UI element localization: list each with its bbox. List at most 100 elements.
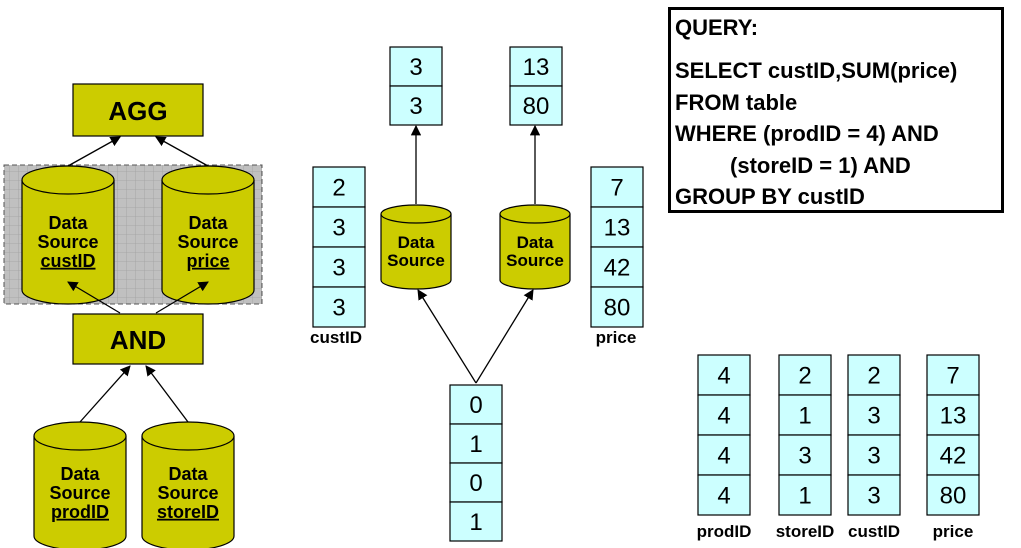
- query-line: GROUP BY custID: [675, 184, 865, 209]
- cell-value: 2: [332, 175, 345, 202]
- value-cell: [449, 501, 503, 542]
- value-cell: [697, 354, 751, 396]
- value-cell: [778, 434, 832, 476]
- value-cell: [926, 354, 980, 396]
- cylinder-text-line: prodID: [51, 502, 109, 522]
- cell-value: 1: [798, 483, 811, 510]
- flow-arrow: [67, 281, 121, 314]
- cell-value: 42: [940, 443, 967, 470]
- value-cell: [778, 354, 832, 396]
- query-line: WHERE (prodID = 4) AND: [675, 121, 939, 146]
- cylinder-text-line: price: [186, 251, 229, 271]
- value-cell: [847, 434, 901, 476]
- value-cell: [312, 286, 366, 328]
- custid-column-label: custID: [310, 328, 362, 347]
- custid-column: 2 3 3 3: [312, 166, 366, 328]
- cylinder-text-line: Source: [157, 483, 218, 503]
- cell-value: 4: [717, 403, 730, 430]
- agg-operator: AGG: [72, 83, 204, 137]
- and-operator: AND: [72, 313, 204, 365]
- left-result-column: 33: [389, 46, 443, 126]
- flow-arrow: [417, 289, 477, 384]
- query-title: QUERY:: [675, 15, 759, 40]
- cell-value: 7: [610, 175, 623, 202]
- cell-value: 80: [523, 93, 550, 120]
- cell-value: 2: [867, 363, 880, 390]
- plan-data-sources: DataSourcecustIDDataSourcepriceDataSourc…: [21, 165, 255, 548]
- cell-value: 3: [332, 255, 345, 282]
- cell-value: 4: [717, 483, 730, 510]
- cell-value: 42: [604, 255, 631, 282]
- value-cell: [312, 166, 366, 208]
- flow-arrow: [79, 365, 131, 423]
- cylinder-text-line: Data: [398, 233, 435, 252]
- query-line: (storeID = 1) AND: [675, 152, 911, 178]
- flow-arrow: [475, 289, 534, 384]
- value-cell: [389, 46, 443, 87]
- cell-value: 4: [717, 363, 730, 390]
- table-column-label: price: [933, 522, 974, 541]
- agg-label: AGG: [108, 96, 167, 126]
- cylinder-text-line: Data: [188, 213, 228, 233]
- cylinder-text-line: Data: [60, 464, 100, 484]
- plan-arrows: [67, 136, 209, 423]
- flow-arrow: [155, 136, 209, 167]
- value-cell: [312, 206, 366, 248]
- value-cell: [697, 434, 751, 476]
- table-column-label: storeID: [776, 522, 835, 541]
- flow-arrow: [145, 365, 189, 423]
- cell-value: 3: [867, 483, 880, 510]
- cell-value: 13: [604, 215, 631, 242]
- cell-value: 1: [798, 403, 811, 430]
- query-line: FROM table: [675, 89, 798, 115]
- flow-arrow: [67, 136, 121, 167]
- cell-value: 7: [946, 363, 959, 390]
- cell-value: 3: [332, 215, 345, 242]
- cylinder-text-line: Source: [387, 251, 445, 270]
- table-column-label: custID: [848, 522, 900, 541]
- cell-value: 80: [604, 295, 631, 322]
- value-cell: [926, 394, 980, 436]
- cell-value: 4: [717, 443, 730, 470]
- cell-value: 1: [469, 509, 482, 536]
- price-column: 7 13 42 80: [590, 166, 644, 328]
- cell-value: 3: [409, 54, 422, 81]
- cell-value: 3: [798, 443, 811, 470]
- cylinder-text-line: Data: [517, 233, 554, 252]
- cylinder-text-line: Source: [49, 483, 110, 503]
- cell-value: 0: [469, 470, 482, 497]
- cylinder-text-line: Source: [177, 232, 238, 252]
- value-cell: [590, 286, 644, 328]
- table-column-storeID: 2 1 3 1: [778, 354, 832, 516]
- query-box: QUERY: SELECT custID,SUM(price) FROM table…: [668, 7, 1004, 213]
- table-column-prodID: 4 4 4 4: [697, 354, 751, 516]
- cylinder-text-line: Data: [168, 464, 208, 484]
- value-cell: [312, 246, 366, 288]
- cell-value: 3: [409, 93, 422, 120]
- cell-value: 0: [469, 392, 482, 419]
- cylinder-text-line: custID: [40, 251, 95, 271]
- cylinder-text-line: Source: [506, 251, 564, 270]
- query-line: SELECT custID,SUM(price): [675, 58, 958, 83]
- flow-arrow: [155, 281, 209, 314]
- cell-value: 80: [940, 483, 967, 510]
- value-cell: [926, 474, 980, 516]
- cylinder-text-line: Source: [37, 232, 98, 252]
- cell-value: 3: [332, 295, 345, 322]
- price-column-label: price: [596, 328, 637, 347]
- table-column-label: prodID: [697, 522, 752, 541]
- data-table: 4444prodID2131storeID2333custID7134280pr…: [697, 354, 980, 541]
- cylinder-text-line: storeID: [157, 502, 219, 522]
- cell-value: 2: [798, 363, 811, 390]
- value-cell: [778, 474, 832, 516]
